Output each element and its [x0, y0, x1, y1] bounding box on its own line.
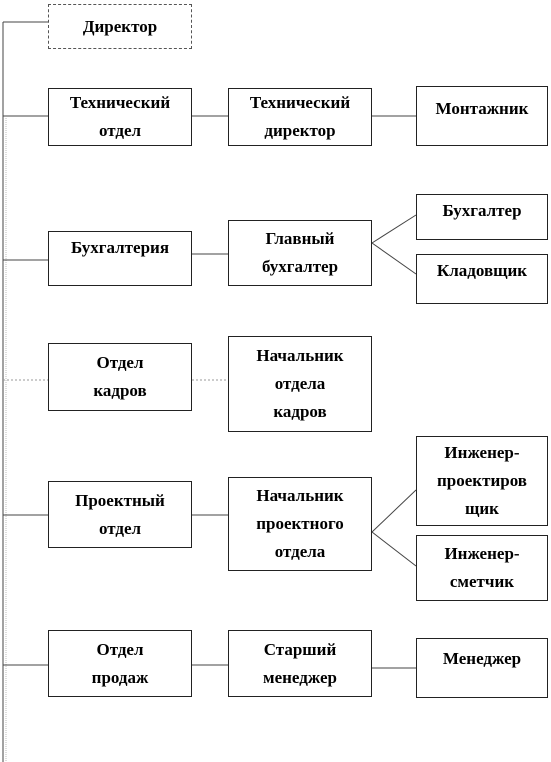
- box-installer-label: Монтажник: [435, 99, 529, 118]
- connector-design-head-estimator: [371, 531, 417, 567]
- box-hr-head: Начальник отдела кадров: [228, 336, 372, 432]
- box-accounting: Бухгалтерия: [48, 231, 192, 286]
- box-design-engineer: Инженер- проектиров щик: [416, 436, 548, 526]
- box-design-dept-label: Проектный отдел: [75, 490, 165, 538]
- box-storekeeper-label: Кладовщик: [436, 261, 528, 280]
- connector-design-head-engineer: [371, 489, 417, 533]
- box-accountant-label: Бухгалтер: [442, 201, 522, 220]
- box-design-head-label: Начальник проектного отдела: [256, 486, 344, 561]
- box-accounting-label: Бухгалтерия: [70, 238, 170, 257]
- box-estimator-label: Инженер- сметчик: [444, 544, 520, 591]
- box-tech-dept: Технический отдел: [48, 88, 192, 146]
- box-installer: Монтажник: [416, 86, 548, 146]
- box-design-head: Начальник проектного отдела: [228, 477, 372, 571]
- box-chief-accountant: Главный бухгалтер: [228, 220, 372, 286]
- box-estimator: Инженер- сметчик: [416, 535, 548, 601]
- box-design-engineer-label: Инженер- проектиров щик: [437, 443, 527, 518]
- box-chief-accountant-label: Главный бухгалтер: [261, 229, 339, 276]
- box-tech-director: Технический директор: [228, 88, 372, 146]
- box-director-label: Директор: [82, 16, 158, 36]
- box-director: Директор: [48, 4, 192, 49]
- box-storekeeper: Кладовщик: [416, 254, 548, 304]
- connector-chief-storekeeper: [371, 242, 417, 275]
- box-hr-dept-label: Отдел кадров: [93, 353, 147, 400]
- box-hr-dept: Отдел кадров: [48, 343, 192, 411]
- box-senior-manager: Старший менеджер: [228, 630, 372, 697]
- box-tech-director-label: Технический директор: [249, 93, 351, 140]
- box-tech-dept-label: Технический отдел: [69, 93, 171, 140]
- box-accountant: Бухгалтер: [416, 194, 548, 240]
- box-design-dept: Проектный отдел: [48, 481, 192, 548]
- box-manager: Менеджер: [416, 638, 548, 698]
- box-manager-label: Менеджер: [442, 649, 522, 668]
- connector-chief-accountant: [371, 214, 417, 244]
- box-hr-head-label: Начальник отдела кадров: [256, 346, 344, 421]
- box-sales-dept-label: Отдел продаж: [91, 639, 149, 687]
- box-sales-dept: Отдел продаж: [48, 630, 192, 697]
- box-senior-manager-label: Старший менеджер: [263, 639, 337, 687]
